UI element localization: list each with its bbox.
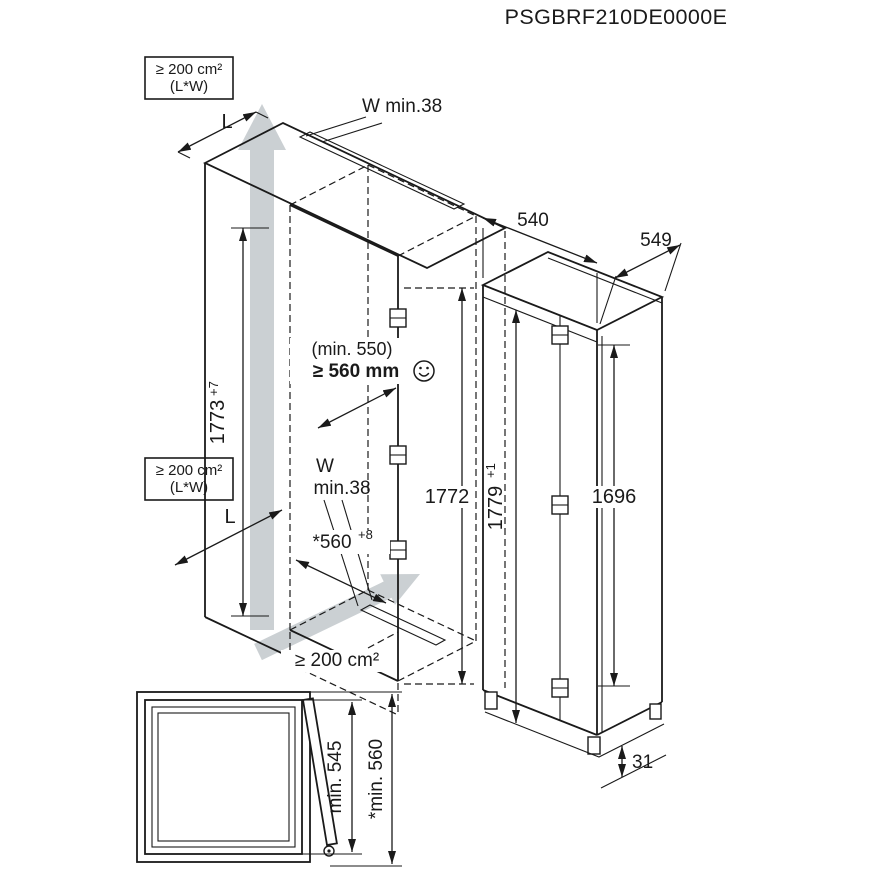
label-halo xyxy=(424,486,470,508)
airflow-arrow-up xyxy=(238,104,286,630)
niche-interior-height-label: 1772 xyxy=(425,486,470,508)
appliance-width-label: 540 xyxy=(517,210,549,231)
appliance-height-tolerance: +1 xyxy=(483,463,498,478)
appliance-depth-label: 549 xyxy=(640,230,672,251)
open-door xyxy=(301,697,338,847)
door-open-depth-min-value: min. 545 xyxy=(325,741,346,814)
appliance-height-label: 1779 +1 xyxy=(483,463,507,530)
top-vent-width-label: W min.38 xyxy=(362,96,442,117)
appliance-height-value: 1779 xyxy=(485,486,507,531)
foot-adjust-label: 31 xyxy=(632,752,653,773)
niche-depth-requirement: ≥ 560 mm xyxy=(313,361,399,382)
niche-depth-note: (min. 550) xyxy=(311,339,392,359)
door-open-depth-total-label: *min. 560 xyxy=(366,739,387,819)
base-vent-width-letter: W xyxy=(316,456,334,477)
top-vent-area-label: ≥ 200 cm² xyxy=(156,61,223,78)
niche-exterior-height-tolerance: +7 xyxy=(206,381,221,396)
label-halo xyxy=(281,650,393,672)
label-halo xyxy=(588,486,640,508)
smiley-icon xyxy=(413,360,435,382)
base-vent-area-label: ≥ 200 cm² xyxy=(295,650,379,671)
niche-width-tolerance: +8 xyxy=(358,527,373,542)
top-vent-box: ≥ 200 cm² (L*W) xyxy=(144,56,234,100)
door-hinge-icon xyxy=(551,325,569,345)
mid-vent-dims-label: (L*W) xyxy=(170,479,208,496)
niche-hinge-icon xyxy=(389,308,407,328)
appliance-drawing xyxy=(480,251,667,789)
dimension-lines xyxy=(174,111,682,777)
niche-hinge-icon xyxy=(389,445,407,465)
top-vent-dims-label: (L*W) xyxy=(170,78,208,95)
niche-exterior-height-value: 1773 xyxy=(207,400,229,445)
mid-vent-box: ≥ 200 cm² (L*W) xyxy=(144,457,234,501)
appliance-feet xyxy=(484,691,662,755)
niche-hinge-icon xyxy=(389,540,407,560)
label-halo xyxy=(298,530,390,554)
door-open-depth-total-value: *min. 560 xyxy=(366,739,387,819)
niche-width-label: *560 xyxy=(312,532,351,553)
top-vent-depth-label: L xyxy=(221,111,232,133)
base-vent-width-min: min.38 xyxy=(313,478,370,499)
door-height-label: 1696 xyxy=(592,486,637,508)
base-vent-depth-label: L xyxy=(224,506,235,528)
door-hinge-icon xyxy=(551,495,569,515)
niche-exterior-height-label: 1773 +7 xyxy=(206,381,229,444)
door-hinge-icon xyxy=(551,678,569,698)
door-open-depth-min-label: min. 545 xyxy=(325,741,346,814)
model-number: PSGBRF210DE0000E xyxy=(505,5,728,29)
top-view-drawing xyxy=(136,691,402,867)
mid-vent-area-label: ≥ 200 cm² xyxy=(156,462,223,479)
